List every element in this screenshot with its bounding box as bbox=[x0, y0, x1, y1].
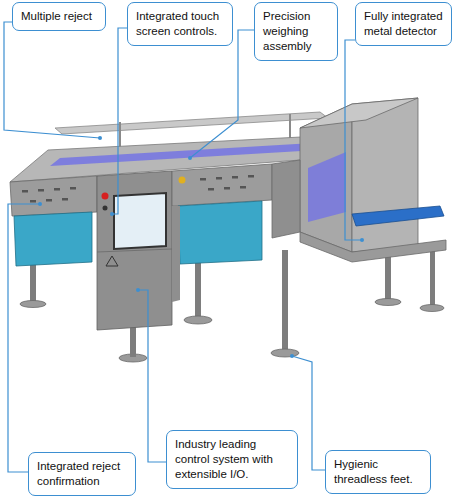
callout-text: Precision weighing assembly bbox=[263, 9, 329, 54]
machine-leg bbox=[130, 325, 136, 357]
key-switch bbox=[103, 206, 108, 211]
outfeed-conveyor bbox=[352, 206, 444, 226]
callout-text: Fully integrated metal detector bbox=[364, 9, 443, 39]
callout-box: Precision weighing assembly bbox=[254, 2, 338, 61]
callout-text: Integrated reject confirmation bbox=[37, 459, 127, 489]
callout-text: Integrated touch screen controls. bbox=[136, 9, 224, 39]
reject-bin bbox=[14, 212, 92, 266]
warning-sign bbox=[106, 256, 118, 266]
start-button bbox=[179, 177, 186, 184]
leader-lines bbox=[4, 22, 362, 472]
cabinet-seam bbox=[97, 249, 172, 252]
callout-box: Multiple reject bbox=[12, 2, 106, 31]
callout-box: Fully integrated metal detector bbox=[355, 2, 452, 46]
weigh-panel bbox=[172, 164, 272, 206]
reject-bin bbox=[178, 201, 262, 264]
callout-box: Hygienic threadless feet. bbox=[325, 450, 431, 494]
callout-text: Multiple reject bbox=[21, 9, 97, 24]
frame bbox=[172, 206, 180, 302]
rail-post bbox=[119, 122, 121, 150]
rail-post bbox=[289, 114, 291, 140]
vent-holes bbox=[200, 175, 254, 191]
vent-holes bbox=[22, 187, 76, 203]
detector-aperture bbox=[308, 152, 346, 222]
callout-box: Integrated touch screen controls. bbox=[127, 2, 233, 46]
callout-box: Integrated reject confirmation bbox=[28, 452, 136, 496]
callout-text: Industry leading control system with ext… bbox=[175, 437, 289, 482]
leader-dots bbox=[38, 136, 364, 358]
detector-top bbox=[300, 98, 418, 128]
stop-button bbox=[102, 193, 109, 200]
touch-screen bbox=[114, 193, 166, 249]
control-cabinet bbox=[97, 171, 172, 330]
conveyor-frame bbox=[300, 232, 446, 262]
callout-box: Industry leading control system with ext… bbox=[166, 430, 298, 489]
reject-panel bbox=[10, 176, 97, 216]
callout-text: Hygienic threadless feet. bbox=[334, 457, 422, 487]
frame bbox=[272, 160, 300, 238]
metal-detector bbox=[352, 98, 418, 252]
guide-rail bbox=[55, 112, 328, 134]
hygienic-feet bbox=[20, 299, 444, 363]
